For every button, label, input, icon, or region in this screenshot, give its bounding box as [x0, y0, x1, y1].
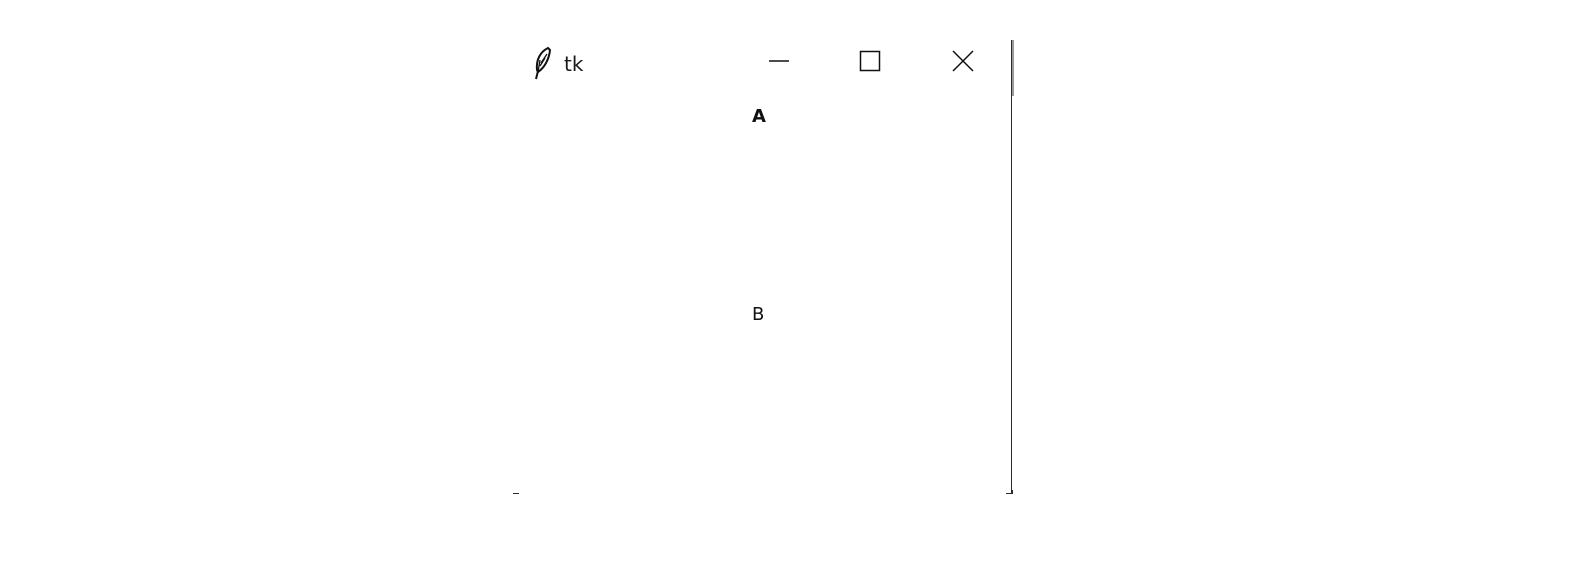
minimize-icon	[768, 50, 790, 76]
close-button[interactable]	[940, 42, 986, 84]
maximize-button[interactable]	[847, 42, 893, 84]
close-icon	[952, 50, 974, 76]
tk-feather-icon	[532, 46, 554, 80]
window-title: tk	[564, 52, 584, 76]
window-bottom-left-corner	[513, 493, 519, 494]
title-bar[interactable]: tk	[516, 36, 1012, 90]
label-a: A	[752, 106, 766, 127]
minimize-button[interactable]	[756, 42, 802, 84]
window-right-border-shadow	[1012, 40, 1014, 96]
tk-window: tk A B	[516, 36, 1012, 494]
maximize-icon	[859, 50, 881, 76]
window-resize-grip[interactable]	[1006, 490, 1013, 494]
window-right-border	[1011, 40, 1012, 494]
label-b: B	[752, 304, 765, 325]
